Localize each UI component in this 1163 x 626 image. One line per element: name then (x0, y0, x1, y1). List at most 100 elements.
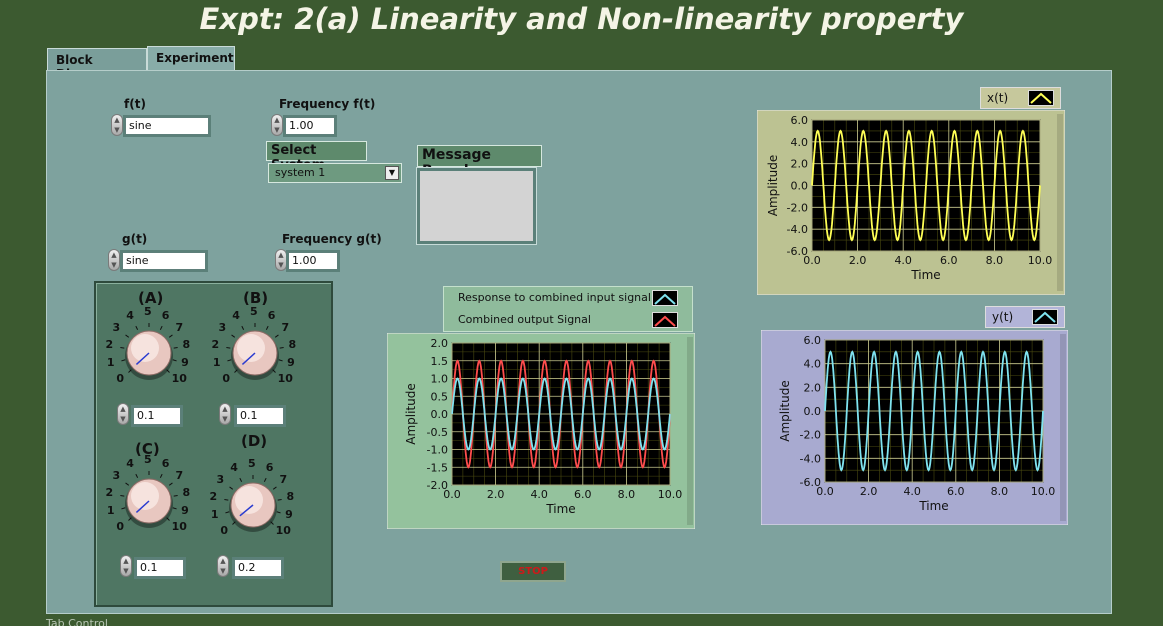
x-tick-label: 0.0 (443, 488, 461, 501)
knob-d-spinner[interactable]: ▲▼ (217, 555, 229, 577)
x-tick-label: 6.0 (947, 485, 965, 498)
y-tick-label: -1.5 (427, 461, 448, 474)
knob-scale-label: 1 (212, 356, 221, 370)
knob-tick (168, 482, 173, 486)
knob-tick (128, 369, 132, 373)
frequency-f-spinner[interactable]: ▲▼ (271, 114, 283, 136)
g-input[interactable]: sine (122, 252, 206, 270)
knob-c-frame: 0.1 (134, 557, 186, 579)
x-axis-label: Time (545, 502, 575, 516)
chart-edge (1060, 334, 1066, 521)
knob-tick (276, 511, 281, 514)
x-tick-label: 2.0 (849, 254, 867, 267)
frequency-f-input[interactable]: 1.00 (285, 117, 335, 135)
y-tick-label: -4.0 (800, 452, 821, 465)
knob-tick (232, 521, 236, 525)
knob-d-input[interactable]: 0.2 (234, 559, 282, 577)
select-system-label: Select System (266, 141, 367, 173)
knob-tick (166, 369, 170, 373)
knob-scale-label: 10 (275, 523, 291, 537)
knob-tick (234, 369, 238, 373)
knob-scale-label: 3 (216, 473, 225, 487)
knob-tick (224, 498, 229, 501)
knob-d[interactable] (207, 458, 299, 550)
knob-c-spinner[interactable]: ▲▼ (120, 555, 132, 577)
series-line-1 (451, 377, 671, 451)
knob-a-input[interactable]: 0.1 (133, 407, 181, 425)
y-tick-label: -6.0 (787, 245, 808, 258)
tab-experiment[interactable]: Experiment (147, 46, 235, 70)
f-spinner[interactable]: ▲▼ (111, 114, 123, 136)
message-board (416, 167, 537, 245)
knob-tick (125, 482, 130, 486)
knob-pointer (135, 352, 150, 365)
knob-scale-label: 1 (106, 504, 115, 518)
y-axis-label: Amplitude (404, 383, 418, 445)
knob-scale-label: 4 (126, 457, 134, 471)
knob-tick (277, 498, 282, 501)
frequency-g-input[interactable]: 1.00 (288, 252, 338, 270)
knob-scale-label: 5 (250, 305, 258, 318)
yt-line-icon (1032, 309, 1058, 325)
knob-a-frame: 0.1 (131, 405, 183, 427)
knob-scale-label: 9 (287, 356, 295, 370)
knob-b[interactable] (209, 306, 301, 398)
y-tick-label: 4.0 (791, 136, 809, 149)
knob-a-spinner[interactable]: ▲▼ (117, 403, 129, 425)
knob-scale-label: 8 (286, 489, 295, 503)
knob-c-graphic[interactable] (103, 454, 195, 546)
knob-tick (121, 359, 126, 362)
knob-tick (279, 346, 284, 349)
knob-scale-label: 4 (230, 461, 238, 475)
knob-d-graphic[interactable] (207, 458, 299, 550)
yt-legend-label: y(t) (992, 310, 1014, 324)
f-label: f(t) (124, 97, 146, 111)
chart-edge (687, 337, 693, 525)
knob-c-input[interactable]: 0.1 (136, 559, 184, 577)
g-spinner[interactable]: ▲▼ (108, 249, 120, 271)
select-system-dropdown[interactable]: system 1 ▼ (268, 163, 402, 183)
knob-scale-label: 0 (222, 371, 231, 385)
knob-scale-label: 10 (171, 519, 187, 533)
y-tick-label: 0.0 (804, 405, 822, 418)
knob-scale-label: 4 (126, 309, 134, 323)
y-tick-label: -1.0 (427, 444, 448, 457)
knob-tick (274, 334, 279, 338)
knob-highlight (131, 334, 159, 362)
x-tick-label: 2.0 (860, 485, 878, 498)
knob-b-graphic[interactable] (209, 306, 301, 398)
frequency-f-frame: 1.00 (283, 115, 337, 137)
f-input[interactable]: sine (125, 117, 209, 135)
knob-b-input[interactable]: 0.1 (236, 407, 284, 425)
knob-scale-label: 3 (112, 469, 121, 483)
knob-scale-label: 0 (116, 519, 125, 533)
y-tick-label: 2.0 (431, 337, 449, 350)
tab-block-diagram[interactable]: Block Diagram (47, 48, 147, 81)
knob-a-graphic[interactable] (103, 306, 195, 398)
stop-button[interactable]: STOP (500, 561, 566, 582)
knob-tick (125, 334, 130, 338)
knob-d-frame: 0.2 (232, 557, 284, 579)
knob-tick (120, 494, 125, 497)
knob-tick (265, 325, 269, 330)
legend-label-response: Response to combined input signal (458, 291, 651, 304)
frequency-g-frame: 1.00 (286, 250, 340, 272)
knob-tick (172, 507, 177, 510)
knob-b-frame: 0.1 (234, 405, 286, 427)
y-tick-label: 2.0 (791, 158, 809, 171)
knob-scale-label: 8 (288, 337, 297, 351)
knob-b-spinner[interactable]: ▲▼ (219, 403, 231, 425)
y-axis-label: Amplitude (778, 380, 792, 442)
knob-tick (159, 473, 163, 478)
knob-scale-label: 2 (211, 337, 220, 351)
x-tick-label: 4.0 (530, 488, 548, 501)
y-tick-label: -2.0 (800, 429, 821, 442)
y-tick-label: 0.5 (431, 390, 449, 403)
chevron-down-icon[interactable]: ▼ (385, 166, 399, 180)
knob-a[interactable] (103, 306, 195, 398)
knob-c[interactable] (103, 454, 195, 546)
chart-edge (1057, 114, 1063, 291)
